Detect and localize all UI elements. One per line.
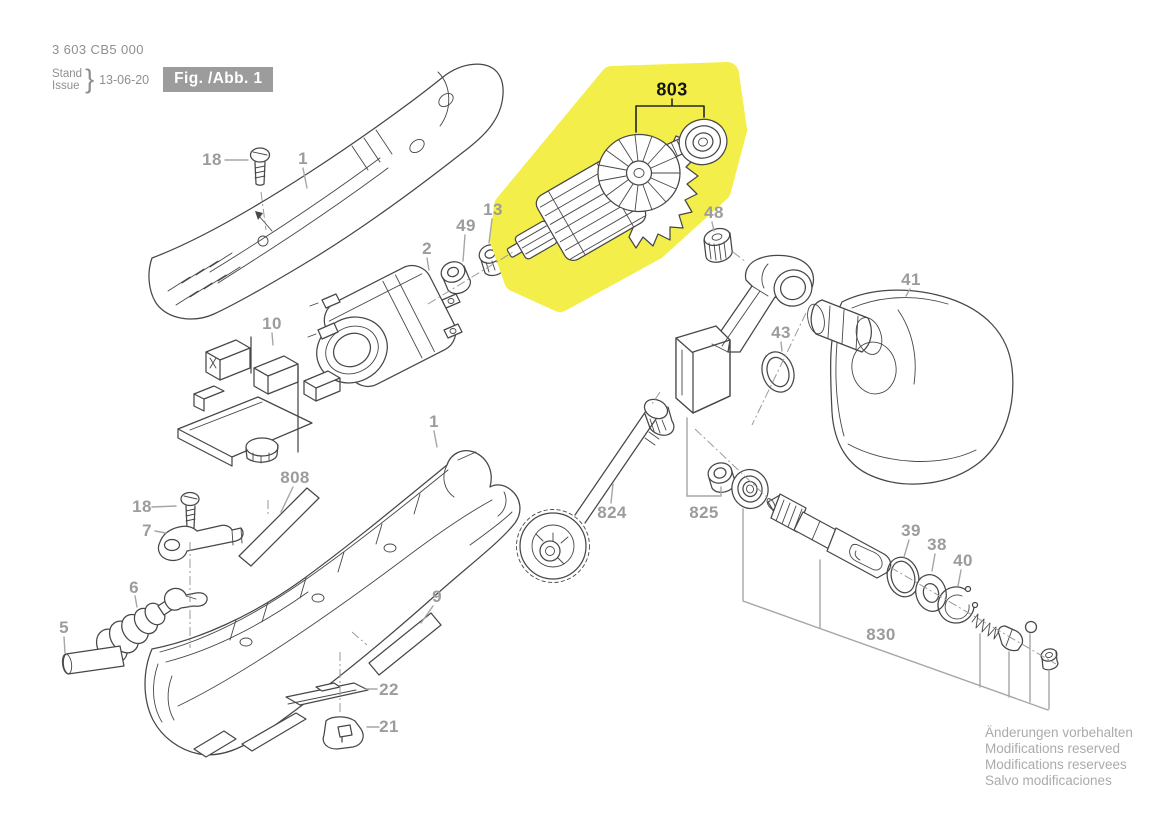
part-label-1-top: 1 (298, 149, 308, 168)
oring-43-drawing (761, 351, 795, 393)
cover-41-drawing (807, 289, 1014, 485)
circlip-40-drawing (937, 585, 979, 624)
stand-label: Stand (52, 67, 83, 80)
button-21-drawing (322, 716, 364, 750)
gear-48-drawing (703, 227, 733, 263)
issue-label: Issue (52, 79, 80, 92)
washer-38-drawing (915, 574, 947, 612)
part-label-7: 7 (142, 521, 152, 540)
slider-22-drawing (193, 682, 369, 758)
part-label-824: 824 (597, 503, 627, 522)
spindle-830-drawing (766, 493, 892, 579)
document-number: 3 603 CB5 000 (52, 42, 144, 57)
part-label-5: 5 (59, 618, 69, 637)
shaft-824-drawing (516, 398, 675, 583)
armature-803-drawing (506, 133, 699, 262)
sticker-808-drawing (238, 487, 320, 567)
footer-line: Modifications reservees (985, 757, 1127, 772)
sticker-9-drawing (368, 612, 442, 676)
part-label-18-top: 18 (202, 150, 222, 169)
part-label-48: 48 (704, 203, 724, 222)
part-label-41: 41 (901, 270, 921, 289)
part-label-9: 9 (432, 587, 442, 606)
part-label-22: 22 (379, 680, 399, 699)
footer-line: Modifications reserved (985, 741, 1121, 756)
top-housing-drawing (148, 63, 504, 320)
detent-pin-drawing (997, 625, 1024, 652)
part-label-38: 38 (927, 535, 947, 554)
grommet-6-drawing (95, 587, 208, 664)
part-label-803: 803 (656, 79, 688, 100)
part-label-10: 10 (262, 314, 282, 333)
part-label-808: 808 (280, 468, 310, 487)
oring-39-drawing (886, 556, 920, 598)
bushing-49-drawing (440, 261, 472, 295)
centerlines (189, 191, 1057, 713)
issue-row: Stand Issue } 13-06-20 Fig. /Abb. 1 (52, 64, 274, 95)
figure-badge: Fig. /Abb. 1 (163, 67, 274, 92)
cable-5-drawing (61, 645, 125, 675)
part-label-18-mid: 18 (132, 497, 152, 516)
ball-drawing (1024, 620, 1038, 634)
issue-date: 13-06-20 (99, 72, 150, 87)
bearing-803-drawing (678, 118, 728, 166)
brace-glyph: } (85, 64, 95, 94)
part-label-830: 830 (866, 625, 896, 644)
leader-lines (63, 159, 1050, 728)
part-label-39: 39 (901, 521, 921, 540)
module-10-drawing (177, 336, 341, 467)
bearing-825-drawing (707, 462, 769, 510)
part-label-2: 2 (422, 239, 432, 258)
part-label-43: 43 (771, 323, 791, 342)
screw-18-mid-drawing (180, 491, 200, 531)
part-label-49: 49 (456, 216, 476, 235)
spring-drawing (971, 613, 1001, 640)
stop-sleeve-drawing (1040, 648, 1059, 671)
part-label-40: 40 (953, 551, 973, 570)
lower-housing-drawing (144, 450, 521, 756)
part-label-6: 6 (129, 578, 139, 597)
part-label-21: 21 (379, 717, 399, 736)
bracket-803 (635, 98, 705, 133)
clamp-7-drawing (157, 524, 244, 562)
stator-drawing (307, 264, 463, 388)
part-label-1-bottom: 1 (429, 412, 439, 431)
part-label-825: 825 (689, 503, 719, 522)
part-label-13: 13 (483, 200, 503, 219)
footer-line: Salvo modificaciones (985, 773, 1112, 788)
header: 3 603 CB5 000 Stand Issue } 13-06-20 Fig… (52, 42, 274, 95)
screw-18-top-drawing (249, 147, 271, 186)
gearbox-arm-drawing (675, 254, 815, 414)
footer-line: Änderungen vorbehalten (985, 725, 1133, 740)
